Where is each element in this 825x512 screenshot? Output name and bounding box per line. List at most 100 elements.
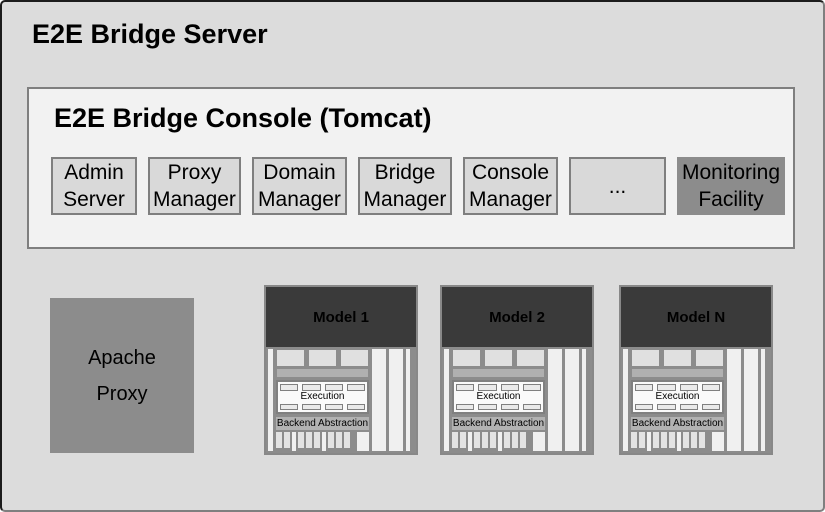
right-column <box>744 349 758 451</box>
service-slot <box>277 350 304 366</box>
adapter-bar <box>460 432 466 448</box>
execution-label: Execution <box>655 390 700 402</box>
port-slot <box>635 403 654 410</box>
port-slot <box>522 384 541 391</box>
adapter-bar <box>683 432 689 448</box>
port-row <box>280 384 365 391</box>
model-main-column: Execution Backend Abstraction <box>631 349 724 451</box>
port-slot <box>280 384 299 391</box>
adapter-bar-row <box>631 432 724 451</box>
port-slot <box>679 403 698 410</box>
model-2-internals: Execution Backend Abstraction <box>442 347 592 453</box>
port-row <box>635 403 720 410</box>
model-box-1: Model 1 Execution Backend Abstraction <box>264 285 418 455</box>
port-slot <box>302 384 321 391</box>
service-slot <box>664 350 691 366</box>
connector-bar <box>277 369 368 377</box>
adapter-bar <box>520 432 526 448</box>
monitoring-facility-box: Monitoring Facility <box>677 157 785 215</box>
backend-abstraction-label: Backend Abstraction <box>276 417 369 430</box>
execution-label: Execution <box>300 390 345 402</box>
adapter-separator <box>498 432 502 451</box>
adapter-bar <box>653 432 659 448</box>
adapter-bar <box>691 432 697 448</box>
model-main-column: Execution Backend Abstraction <box>276 349 369 451</box>
adapter-separator <box>677 432 681 451</box>
model-box-2: Model 2 Execution Backend Abstraction <box>440 285 594 455</box>
execution-box: Execution <box>276 380 369 414</box>
adapter-bar-row <box>452 432 545 451</box>
port-row <box>456 403 541 410</box>
model-2-title: Model 2 <box>442 287 592 347</box>
adapter-bar <box>314 432 320 448</box>
adapter-end-block <box>357 432 369 451</box>
port-row <box>280 403 365 410</box>
port-slot <box>346 384 365 391</box>
backend-abstraction-label: Backend Abstraction <box>631 417 724 430</box>
port-slot <box>302 403 321 410</box>
page-title: E2E Bridge Server <box>32 19 268 49</box>
port-slot <box>500 384 519 391</box>
service-slot <box>696 350 723 366</box>
port-slot <box>500 403 519 410</box>
adapter-bar <box>512 432 518 448</box>
service-slot <box>341 350 368 366</box>
adapter-bar <box>699 432 705 448</box>
apache-proxy-box: Apache Proxy <box>50 298 194 453</box>
port-slot <box>280 403 299 410</box>
model-1-internals: Execution Backend Abstraction <box>266 347 416 453</box>
port-slot <box>657 403 676 410</box>
connector-bar <box>632 369 723 377</box>
port-slot <box>324 403 343 410</box>
execution-box: Execution <box>452 380 545 414</box>
right-column <box>372 349 386 451</box>
execution-box: Execution <box>631 380 724 414</box>
adapter-bar <box>328 432 334 448</box>
manager-row: Admin Server Proxy Manager Domain Manage… <box>51 157 785 215</box>
service-slot-row <box>631 350 724 366</box>
connector-bar <box>453 369 544 377</box>
adapter-separator <box>322 432 326 451</box>
adapter-bar <box>336 432 342 448</box>
port-slot <box>478 403 497 410</box>
model-n-internals: Execution Backend Abstraction <box>621 347 771 453</box>
right-strip <box>406 349 410 451</box>
service-slot-row <box>452 350 545 366</box>
service-slot <box>309 350 336 366</box>
adapter-separator <box>292 432 296 451</box>
adapter-end-block <box>712 432 724 451</box>
adapter-bar <box>298 432 304 448</box>
model-box-n: Model N Execution Backend Abstraction <box>619 285 773 455</box>
adapter-separator <box>468 432 472 451</box>
adapter-separator <box>647 432 651 451</box>
admin-server-box: Admin Server <box>51 157 137 215</box>
console-title: E2E Bridge Console (Tomcat) <box>54 103 432 133</box>
port-slot <box>657 384 676 391</box>
port-slot <box>635 384 654 391</box>
right-strip <box>582 349 586 451</box>
adapter-bar-row <box>276 432 369 451</box>
service-slot <box>632 350 659 366</box>
left-strip <box>268 349 273 451</box>
service-slot <box>517 350 544 366</box>
adapter-bar <box>661 432 667 448</box>
port-slot <box>456 384 475 391</box>
adapter-bar <box>669 432 675 448</box>
right-column <box>389 349 403 451</box>
port-slot <box>701 384 720 391</box>
port-slot <box>701 403 720 410</box>
right-column <box>727 349 741 451</box>
adapter-bar <box>631 432 637 448</box>
service-slot <box>453 350 480 366</box>
adapter-end-block <box>533 432 545 451</box>
execution-label: Execution <box>476 390 521 402</box>
adapter-bar <box>490 432 496 448</box>
left-strip <box>623 349 628 451</box>
adapter-bar <box>284 432 290 448</box>
console-manager-box: Console Manager <box>463 157 558 215</box>
proxy-manager-box: Proxy Manager <box>148 157 241 215</box>
adapter-bar <box>474 432 480 448</box>
port-slot <box>679 384 698 391</box>
port-slot <box>456 403 475 410</box>
